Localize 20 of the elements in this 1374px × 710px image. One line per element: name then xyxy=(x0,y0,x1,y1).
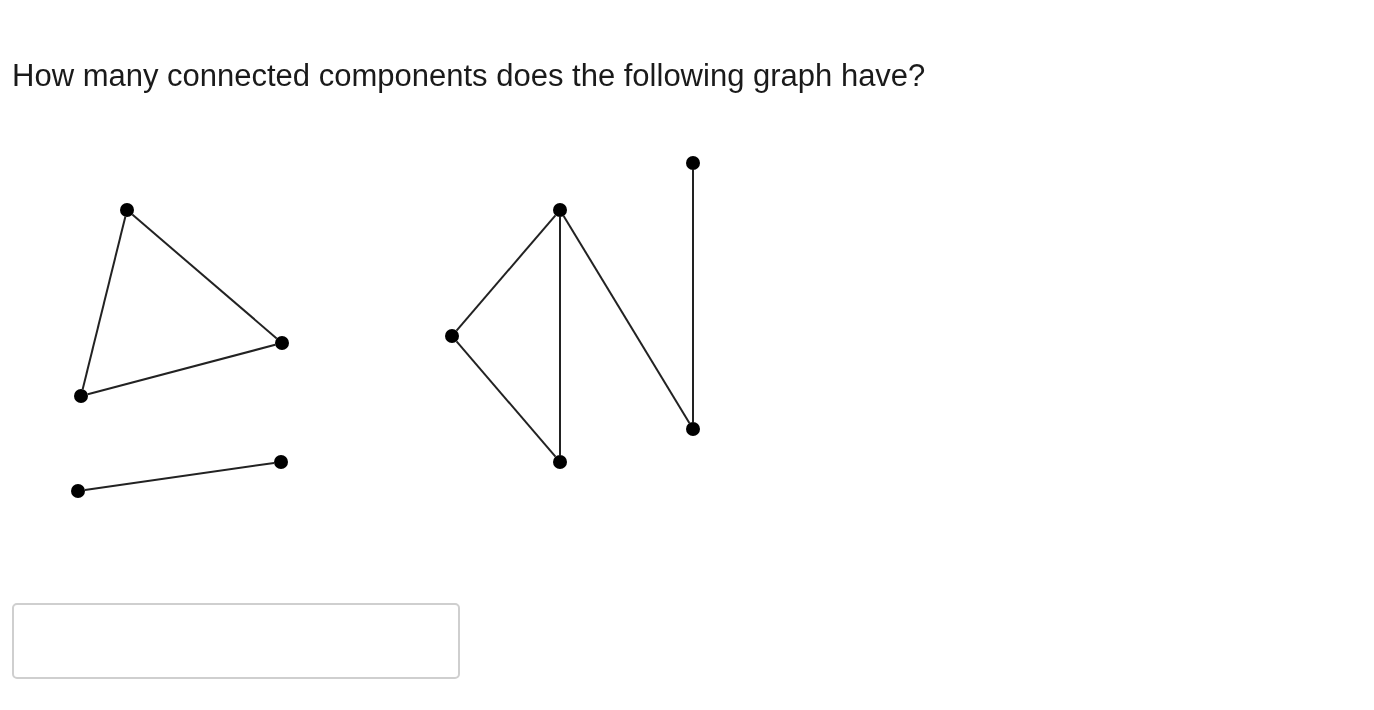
graph-vertex xyxy=(553,203,567,217)
question-text: How many connected components does the following graph have? xyxy=(12,57,926,95)
graph-vertex xyxy=(120,203,134,217)
graph-edge xyxy=(131,213,278,340)
graph-vertex xyxy=(553,455,567,469)
graph-vertex xyxy=(74,389,88,403)
graph-edge xyxy=(455,214,557,332)
graph-edge xyxy=(692,169,694,423)
graph-edge xyxy=(86,343,277,396)
graph-edge xyxy=(559,216,561,456)
graph-vertex xyxy=(445,329,459,343)
graph-edge xyxy=(81,215,127,391)
graph-vertex xyxy=(274,455,288,469)
graph-edge xyxy=(455,340,557,458)
graph-vertex xyxy=(686,422,700,436)
graph-vertex xyxy=(686,156,700,170)
graph-vertex xyxy=(275,336,289,350)
graph-vertex xyxy=(71,484,85,498)
graph-edge xyxy=(562,215,691,424)
graph-edge xyxy=(83,462,276,491)
